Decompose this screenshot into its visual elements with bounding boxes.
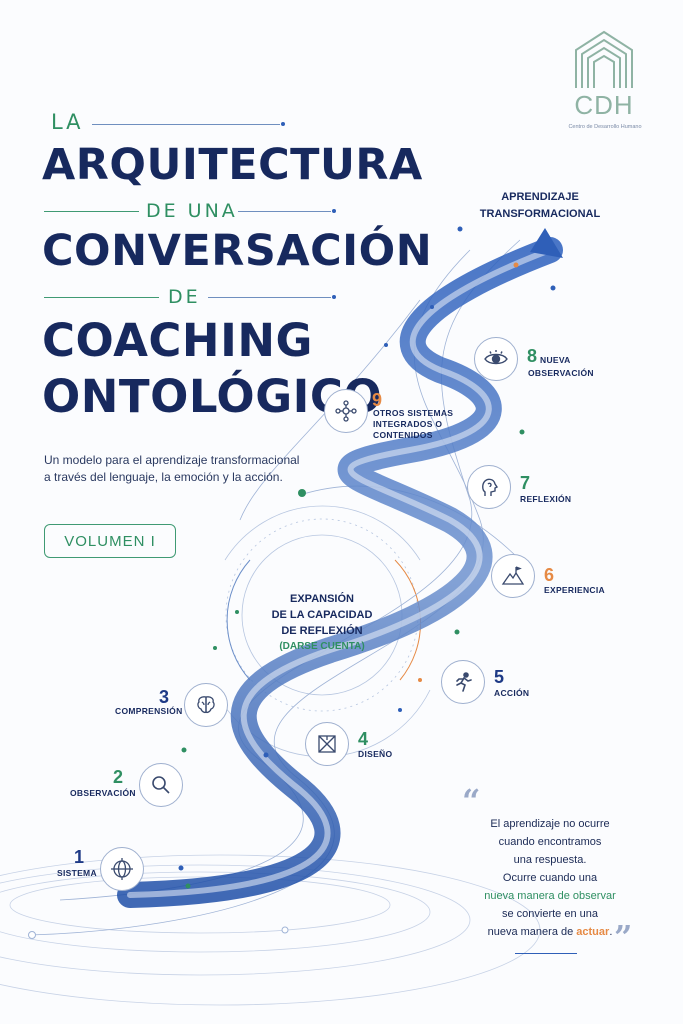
step-2-circle [139, 763, 183, 807]
logo-letters: CDH [574, 90, 634, 120]
step-8-label-line-1: NUEVA [540, 355, 571, 365]
step-4-label: DISEÑO [358, 749, 393, 759]
quote-underline [515, 953, 577, 954]
step-8-number: 8 [527, 346, 538, 366]
brain-icon [197, 696, 215, 714]
quote-line-7-prefix: nueva manera de [487, 926, 577, 938]
quote-line-1: El aprendizaje no ocurre [490, 818, 610, 830]
subtitle-line-2: a través del lenguaje, la emoción y la a… [44, 470, 283, 484]
step-1-number: 1 [74, 847, 85, 867]
title-line-coaching: COACHING [42, 314, 313, 367]
step-8-label: NUEVA [528, 355, 571, 366]
title-line-arquitectura: ARQUITECTURA [42, 140, 423, 190]
step-6-label: EXPERIENCIA [544, 585, 605, 595]
quote-line-3: una respuesta. [513, 854, 587, 866]
step-9-circle [324, 389, 368, 433]
step-3-number: 3 [159, 687, 170, 707]
cdh-logo: CDH Centro de Desarrollo Humano [566, 28, 642, 138]
head-icon [482, 478, 499, 496]
magnifier-icon [152, 776, 170, 794]
title-rule-1 [92, 124, 280, 125]
step-1-label: SISTEMA [57, 868, 97, 878]
building-logo-icon [575, 30, 633, 88]
step-7-circle [467, 465, 511, 509]
network-icon [335, 400, 357, 422]
center-line-4: (DARSE CUENTA) [279, 641, 365, 652]
step-8-circle [474, 337, 518, 381]
quote-line-5: nueva manera de observar [484, 890, 616, 902]
step-5-circle [441, 660, 485, 704]
step-1-circle [100, 847, 144, 891]
step-7-number: 7 [520, 473, 531, 493]
step-5-label: ACCIÓN [494, 688, 530, 698]
step-4-circle [305, 722, 349, 766]
title-line-la: LA [51, 110, 84, 134]
step-2-number: 2 [113, 767, 124, 787]
step-9-label: OTROS SISTEMAS INTEGRADOS O CONTENIDOS [373, 408, 473, 441]
step-9-number: 9 [372, 390, 383, 410]
step-3-circle [184, 683, 228, 727]
quote-line-4: Ocurre cuando una [502, 872, 598, 884]
close-quote-icon: ” [614, 918, 633, 956]
runner-icon [456, 672, 472, 692]
step-3-label: COMPRENSIÓN [115, 706, 183, 716]
arrow-label-line-1: APRENDIZAJE [501, 191, 579, 203]
step-8-label-line-2: OBSERVACIÓN [528, 368, 594, 378]
step-5-number: 5 [494, 667, 505, 687]
mountain-flag-icon [501, 566, 525, 585]
title-rule-3b [208, 297, 331, 298]
logo-caption: Centro de Desarrollo Humano [568, 124, 642, 130]
step-9-label-line-3: CONTENIDOS [373, 430, 433, 440]
eye-icon [484, 350, 508, 365]
step-6-number: 6 [544, 565, 555, 585]
step-4-number: 4 [358, 729, 369, 749]
subtitle: Un modelo para el aprendizaje transforma… [44, 452, 304, 486]
title-rule-2b [238, 211, 331, 212]
arrow-label: APRENDIZAJE TRANSFORMACIONAL [470, 189, 610, 223]
quote-line-2: cuando encontramos [498, 836, 602, 848]
arrow-label-line-2: TRANSFORMACIONAL [479, 208, 601, 220]
quote-line-7-highlight: actuar [576, 926, 610, 938]
open-quote-icon: “ [462, 782, 481, 820]
center-line-3: DE REFLEXIÓN [281, 625, 363, 637]
step-9-label-line-1: OTROS SISTEMAS [373, 408, 454, 418]
quote-line-7: nueva manera de actuar. [470, 923, 630, 941]
quote-line-7-suffix: . [609, 926, 613, 938]
step-2-label: OBSERVACIÓN [70, 788, 136, 798]
title-line-de: DE [168, 286, 201, 308]
step-9-label-line-2: INTEGRADOS O [373, 419, 443, 429]
blueprint-icon [318, 735, 336, 753]
center-line-2: DE LA CAPACIDAD [271, 609, 373, 621]
title-line-conversacion: CONVERSACIÓN [42, 226, 433, 276]
quote-block: El aprendizaje no ocurre cuando encontra… [470, 815, 630, 941]
center-expansion-text: EXPANSIÓN DE LA CAPACIDAD DE REFLEXIÓN (… [262, 591, 382, 655]
subtitle-line-1: Un modelo para el aprendizaje transforma… [44, 453, 300, 467]
globe-icon [111, 858, 133, 880]
step-7-label: REFLEXIÓN [520, 494, 572, 504]
center-line-1: EXPANSIÓN [290, 593, 354, 605]
step-6-circle [491, 554, 535, 598]
quote-line-6: se convierte en una [501, 908, 598, 920]
title-rule-2a [44, 211, 139, 212]
title-line-de-una: DE UNA [146, 200, 238, 222]
title-rule-3a [44, 297, 159, 298]
volume-badge: VOLUMEN I [44, 524, 176, 558]
